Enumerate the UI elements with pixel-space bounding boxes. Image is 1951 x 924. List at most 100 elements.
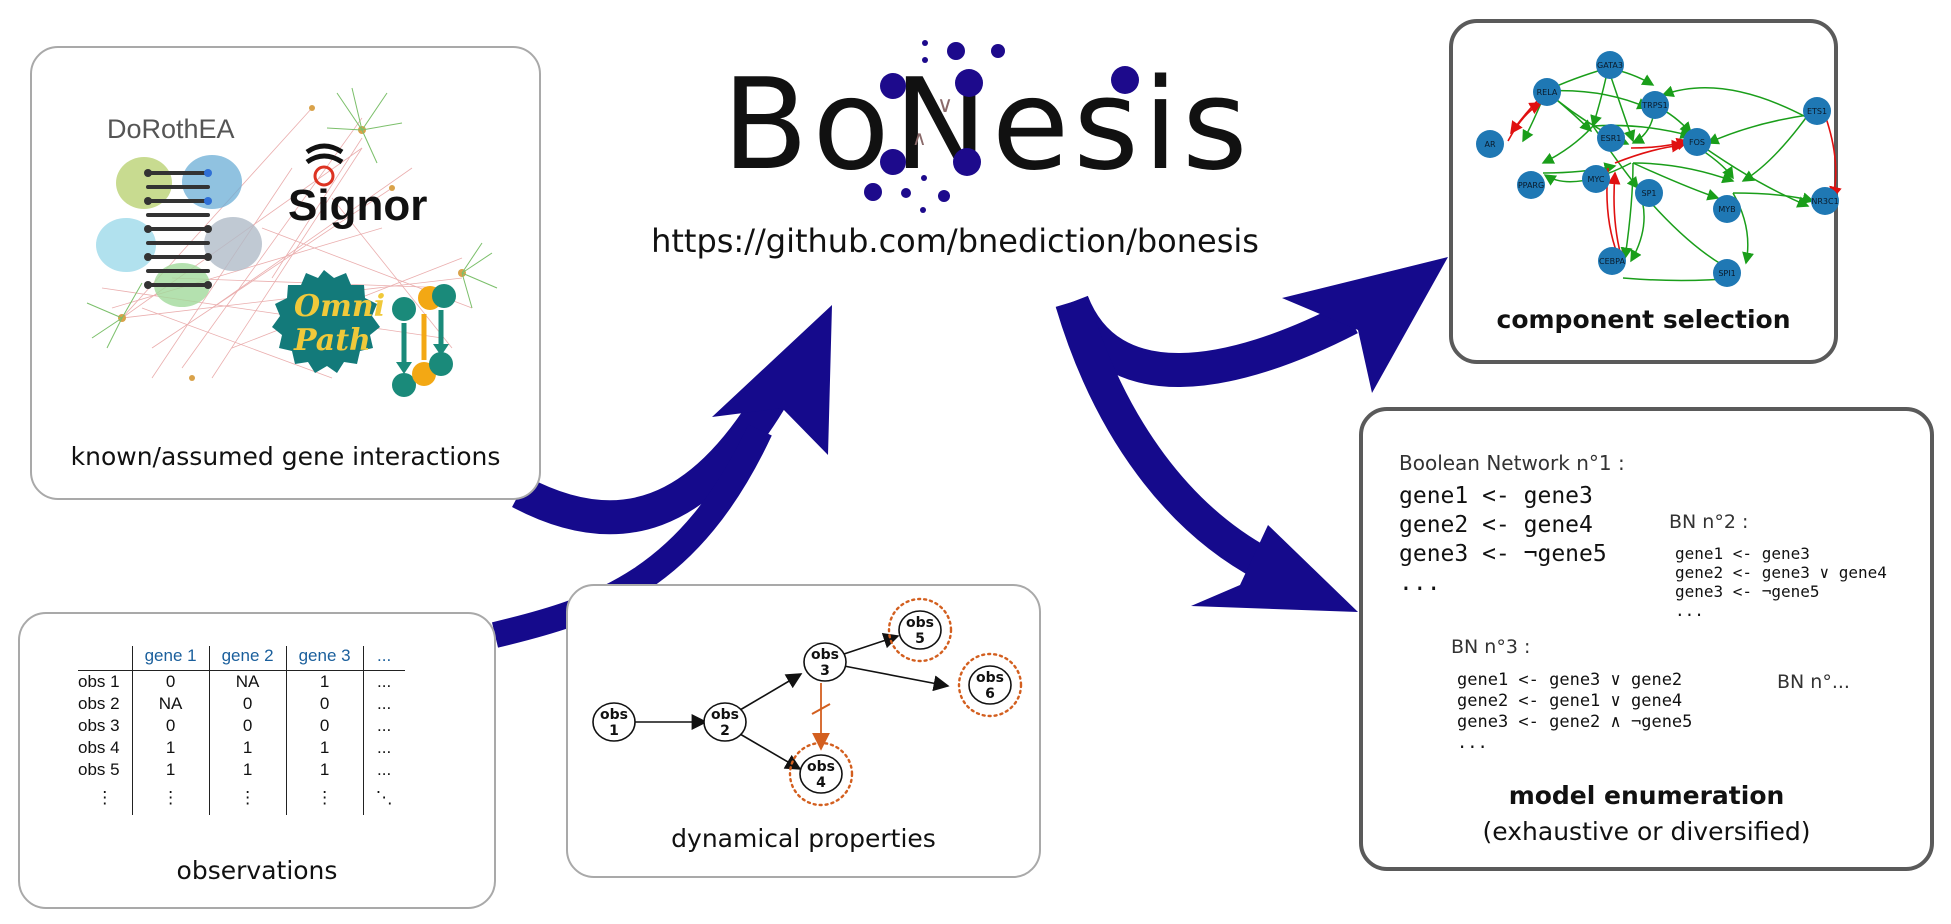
model-enumeration-panel: Boolean Network n°1 : gene1 <- gene3 gen…: [1359, 407, 1934, 871]
vdots: ⋮: [285, 781, 364, 815]
gene-node-label: NR3C1: [1811, 197, 1838, 206]
network-starbursts: [86, 87, 498, 349]
node-label: 6: [985, 686, 995, 702]
cell: 0: [131, 715, 210, 737]
column-header: gene 3: [285, 646, 364, 671]
gene-node-label: ETS1: [1807, 107, 1827, 116]
gene-regulatory-network: GATA3 RELA TRPS1 ETS1 AR ESR1 FOS PPARG …: [1476, 51, 1842, 287]
row-label: obs 2: [78, 694, 120, 713]
bn3-rule: gene3 <- gene2 ∧ ¬gene5: [1457, 712, 1693, 732]
observations-table: gene 1 gene 2 gene 3 ... obs 1 0 NA 1 ..…: [78, 646, 405, 815]
cell: 1: [208, 759, 287, 781]
signor-icon: [305, 143, 344, 187]
dynamics-panel: obs 1 obs 2 obs 3 obs 4 obs 5 obs 6 dyna…: [566, 584, 1041, 878]
gene-node-label: GATA3: [1597, 61, 1623, 70]
bnn-title: BN n°...: [1777, 671, 1850, 693]
gene-node-label: FOS: [1689, 138, 1705, 147]
table-row: obs 4 1 1 1 ...: [78, 737, 405, 759]
input-arrow-lower: [491, 424, 772, 648]
bn3-rule: gene1 <- gene3 ∨ gene2: [1457, 670, 1683, 690]
logo-mark-and: ∧: [912, 126, 927, 150]
enumeration-arrow-curve: [1055, 297, 1274, 581]
logo-mark-or: ∨: [937, 93, 953, 118]
interaction-network-collage: DoRothEA Signor Omni Path: [86, 87, 498, 397]
bn3-title: BN n°3 :: [1451, 636, 1531, 658]
signor-label: Signor: [288, 181, 427, 230]
bn1-rule: ...: [1399, 570, 1441, 596]
gene-node-label: CEBPA: [1599, 257, 1625, 266]
gene-node-label: MYC: [1588, 175, 1605, 184]
bn2-title: BN n°2 :: [1669, 511, 1749, 533]
dynamics-nodes: [592, 610, 1012, 794]
node-label: obs: [976, 670, 1004, 686]
interactions-panel: DoRothEA Signor Omni Path known/assumed …: [30, 46, 541, 500]
table-row: obs 5 1 1 1 ...: [78, 759, 405, 781]
gene-node-label: SPI1: [1718, 269, 1735, 278]
logo-text: BoNesis: [722, 51, 1252, 198]
observations-caption: observations: [176, 856, 338, 885]
enumeration-arrow-head: [1191, 525, 1358, 612]
cell: 1: [285, 670, 364, 693]
cell: NA: [208, 670, 287, 693]
column-header: gene 1: [131, 646, 210, 671]
dynamics-caption: dynamical properties: [671, 824, 936, 853]
cell: ...: [362, 715, 405, 737]
cell: 1: [285, 737, 364, 759]
omnipath-arrows-icon: [392, 284, 456, 397]
github-url[interactable]: https://github.com/bnediction/bonesis: [651, 222, 1259, 260]
node-label: 5: [915, 631, 925, 647]
bn3-rule: gene2 <- gene1 ∨ gene4: [1457, 691, 1683, 711]
gene-node-label: AR: [1484, 140, 1495, 149]
component-selection-caption: component selection: [1496, 305, 1791, 334]
inhibition-edges: [1507, 94, 1842, 265]
selection-arrow-head: [1282, 257, 1448, 393]
dynamics-highlight-rings: [788, 597, 1023, 807]
table-row-ellipsis: ⋮ ⋮ ⋮ ⋮ ⋱: [78, 781, 405, 815]
dorothea-ladder-ends: [144, 169, 212, 289]
gene-node-label: PPARG: [1518, 181, 1544, 190]
cell: 1: [208, 737, 287, 759]
dynamics-blocked-edge: [811, 683, 831, 751]
node-label: 1: [609, 723, 619, 739]
vdots: ⋮: [96, 788, 114, 807]
omnipath-seal: Omni Path: [272, 270, 385, 373]
node-label: obs: [906, 615, 934, 631]
model-enumeration-caption: model enumeration: [1508, 781, 1785, 810]
cell: ...: [362, 670, 405, 693]
network-nodes: [1476, 51, 1839, 287]
vdots: ⋮: [131, 781, 210, 815]
row-header-blank: [78, 646, 133, 671]
table-row: obs 1 0 NA 1 ...: [78, 670, 405, 693]
bn1-rule: gene1 <- gene3: [1399, 483, 1593, 509]
gene-node-label: SP1: [1642, 189, 1657, 198]
node-label: 3: [820, 663, 830, 679]
cell: ...: [362, 759, 405, 781]
interactions-caption: known/assumed gene interactions: [70, 442, 501, 471]
node-label: 4: [816, 775, 826, 791]
bn1-title: Boolean Network n°1 :: [1399, 451, 1625, 475]
omnipath-line2: Path: [293, 323, 371, 358]
node-label: obs: [600, 707, 628, 723]
selection-arrow-curve: [1056, 295, 1358, 387]
row-label: obs 4: [78, 738, 120, 757]
cell: ...: [362, 737, 405, 759]
bn1-rule: gene2 <- gene4: [1399, 512, 1593, 538]
dorothea-ladder: [146, 171, 210, 287]
node-label: obs: [807, 759, 835, 775]
dorothea-label: DoRothEA: [107, 114, 235, 144]
gene-node-label: RELA: [1537, 88, 1558, 97]
cell: 0: [208, 693, 287, 715]
vdots: ⋮: [208, 781, 287, 815]
cell: 0: [285, 693, 364, 715]
observations-panel: gene 1 gene 2 gene 3 ... obs 1 0 NA 1 ..…: [18, 612, 496, 909]
cell: NA: [131, 693, 210, 715]
table-header: gene 1 gene 2 gene 3 ...: [78, 646, 405, 671]
node-label: 2: [720, 723, 730, 739]
gene-node-label: TRPS1: [1641, 101, 1667, 110]
cell: 0: [131, 670, 210, 693]
input-arrow-head: [712, 305, 832, 455]
table-row: obs 2 NA 0 0 ...: [78, 693, 405, 715]
row-label: obs 3: [78, 716, 120, 735]
model-enumeration-subcaption: (exhaustive or diversified): [1482, 817, 1811, 846]
